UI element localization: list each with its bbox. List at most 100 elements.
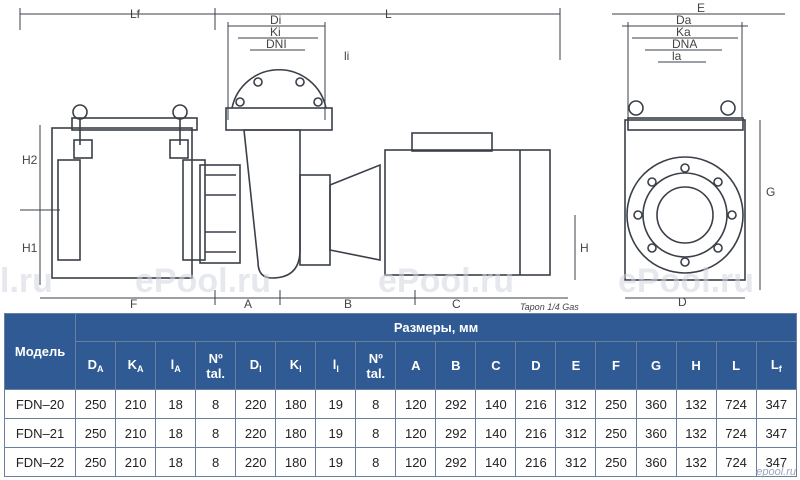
label-C: C (452, 297, 461, 311)
value-cell: 360 (635, 447, 677, 477)
value-cell: 360 (635, 389, 677, 419)
value-cell: 216 (515, 418, 557, 448)
column-header: A (395, 341, 437, 390)
value-cell: 312 (555, 447, 597, 477)
label-G: G (766, 185, 775, 199)
column-header: DA (75, 341, 117, 390)
label-li: li (344, 49, 349, 63)
value-cell: 292 (435, 447, 477, 477)
value-cell: 216 (515, 447, 557, 477)
value-cell: 250 (595, 418, 637, 448)
value-cell: 210 (115, 418, 157, 448)
value-cell: 8 (195, 447, 237, 477)
value-cell: 347 (755, 418, 798, 448)
value-cell: 120 (395, 418, 437, 448)
column-header: B (435, 341, 477, 390)
label-E: E (697, 1, 705, 15)
value-cell: 180 (275, 447, 317, 477)
value-cell: 724 (715, 447, 757, 477)
column-header: Kl (275, 341, 317, 390)
label-L: L (385, 7, 392, 21)
label-B: B (344, 297, 352, 311)
label-Ki: Ki (270, 25, 281, 39)
watermark: ePool.ru (135, 262, 272, 300)
value-cell: 140 (475, 389, 517, 419)
site-logo: epool.ru (756, 466, 796, 478)
value-cell: 132 (675, 389, 717, 419)
column-header: E (555, 341, 597, 390)
label-H: H (580, 241, 589, 255)
value-cell: 220 (235, 418, 277, 448)
value-cell: 120 (395, 447, 437, 477)
label-H1: H1 (22, 241, 38, 255)
column-header: Dl (235, 341, 277, 390)
label-H2: H2 (22, 153, 38, 167)
value-cell: 8 (195, 418, 237, 448)
watermark: ePool.ru (618, 262, 755, 300)
column-header: F (595, 341, 637, 390)
model-column-header: Модель (3, 313, 77, 390)
value-cell: 250 (75, 389, 117, 419)
value-cell: 724 (715, 418, 757, 448)
value-cell: 132 (675, 418, 717, 448)
label-DNI: DNI (266, 37, 287, 51)
value-cell: 18 (155, 447, 197, 477)
value-cell: 8 (195, 389, 237, 419)
value-cell: 140 (475, 447, 517, 477)
value-cell: 8 (355, 418, 397, 448)
column-header: Lf (755, 341, 798, 390)
column-header: G (635, 341, 677, 390)
label-Di: Di (270, 13, 281, 27)
value-cell: 210 (115, 389, 157, 419)
value-cell: 312 (555, 389, 597, 419)
model-cell: FDN–22 (3, 447, 77, 477)
label-Da: Da (676, 13, 692, 27)
value-cell: 140 (475, 418, 517, 448)
label-D: D (678, 295, 687, 309)
value-cell: 347 (755, 447, 798, 477)
value-cell: 19 (315, 418, 357, 448)
value-cell: 292 (435, 418, 477, 448)
value-cell: 250 (75, 447, 117, 477)
column-header: D (515, 341, 557, 390)
value-cell: 180 (275, 418, 317, 448)
value-cell: 724 (715, 389, 757, 419)
value-cell: 18 (155, 418, 197, 448)
label-A: A (244, 297, 252, 311)
column-header: lA (155, 341, 197, 390)
dimensions-group-header: Размеры, мм (75, 313, 797, 342)
value-cell: 250 (595, 447, 637, 477)
model-cell: FDN–20 (3, 389, 77, 419)
column-header: KA (115, 341, 157, 390)
value-cell: 120 (395, 389, 437, 419)
value-cell: 19 (315, 447, 357, 477)
value-cell: 250 (595, 389, 637, 419)
value-cell: 8 (355, 447, 397, 477)
label-tapon: Tapon 1/4 Gas (520, 302, 579, 312)
value-cell: 312 (555, 418, 597, 448)
value-cell: 347 (755, 389, 798, 419)
label-DNA: DNA (672, 37, 697, 51)
technical-drawing: Lf L E Di Ki DNI li Da Ka DNA la H2 H1 H… (0, 1, 785, 312)
value-cell: 132 (675, 447, 717, 477)
label-F: F (130, 297, 137, 311)
value-cell: 210 (115, 447, 157, 477)
value-cell: 220 (235, 447, 277, 477)
watermark: l.ru (0, 262, 53, 300)
column-header: ll (315, 341, 357, 390)
label-Ka: Ka (676, 25, 691, 39)
value-cell: 220 (235, 389, 277, 419)
column-header: L (715, 341, 757, 390)
value-cell: 292 (435, 389, 477, 419)
model-cell: FDN–21 (3, 418, 77, 448)
label-la: la (672, 49, 682, 63)
pump-drawing-svg: Lf L E Di Ki DNI li Da Ka DNA la H2 H1 H… (19, 1, 785, 312)
watermark: ePool.ru (378, 262, 515, 300)
